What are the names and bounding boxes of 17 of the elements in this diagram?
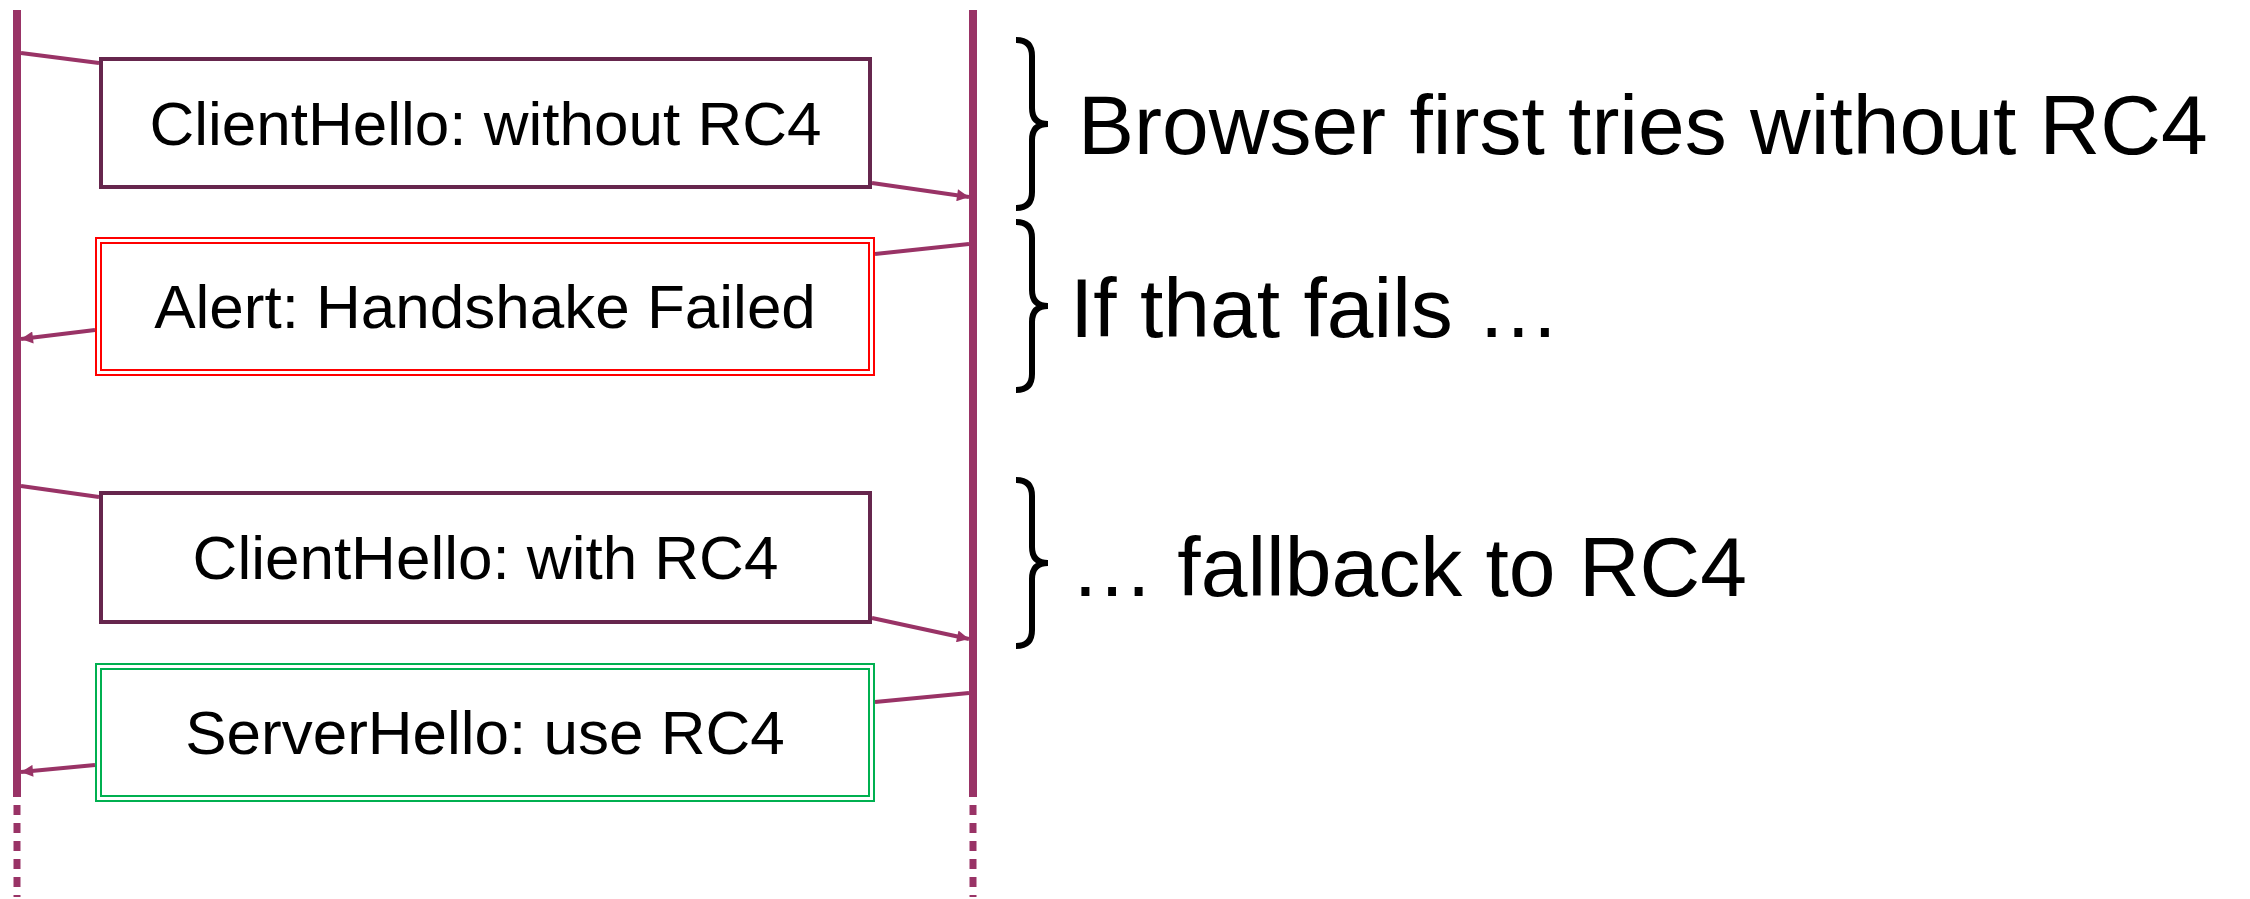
lifeline (969, 10, 977, 797)
annotation-text: … fallback to RC4 (1070, 525, 1747, 609)
message-box (95, 237, 875, 376)
message-box (99, 491, 872, 624)
message-box (95, 663, 875, 802)
lifeline (13, 10, 21, 797)
message-arrow (871, 181, 970, 202)
message-arrow (871, 616, 970, 643)
message-text: ClientHello: without RC4 (149, 87, 822, 159)
message-text: ServerHello: use RC4 (185, 697, 785, 768)
message-arrow (20, 328, 96, 344)
annotation-text: If that fails … (1070, 266, 1561, 350)
annotation-text: Browser first tries without RC4 (1078, 83, 2208, 167)
message-text: ClientHello: with RC4 (192, 522, 779, 593)
message-arrow (20, 763, 96, 777)
message-box (99, 57, 872, 189)
message-text: Alert: Handshake Failed (154, 271, 816, 342)
